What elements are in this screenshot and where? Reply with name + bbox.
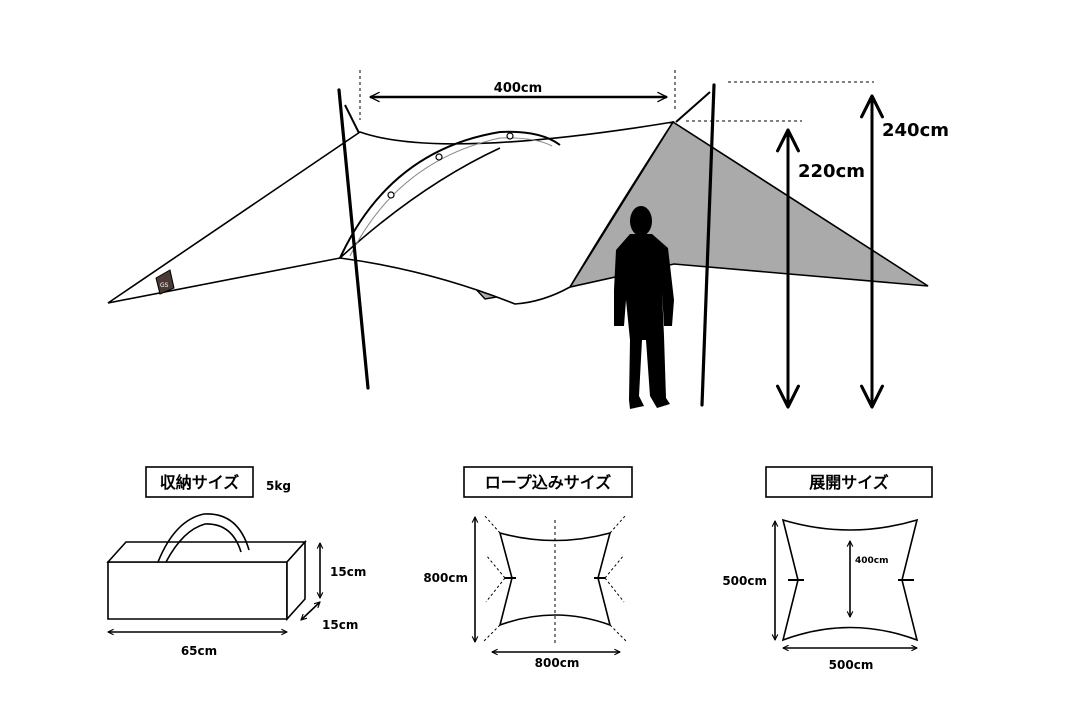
deployed-inner-label: 400cm [855, 556, 889, 566]
tarp-center-seam [339, 147, 501, 259]
packed-title-box [145, 466, 254, 498]
packed-title: 収納サイズ [160, 473, 240, 492]
deployed-height-label: 500cm [722, 574, 767, 588]
deployed-size-panel: 展開サイズ 400cm 500cm 500cm [722, 466, 933, 672]
tarp-arch-inner [349, 137, 553, 257]
arch-tab [506, 132, 514, 140]
bag-front [107, 561, 288, 620]
deployed-title-box [765, 466, 933, 498]
bag-top [106, 541, 307, 563]
bag-depth-arrow [301, 602, 320, 620]
short-pole-height-label: 220cm [798, 161, 865, 182]
bag-depth-label: 15cm [322, 618, 358, 632]
packed-size-panel: 収納サイズ 5kg 15cm 15cm 65cm [106, 466, 366, 658]
rope-width-label: 800cm [535, 656, 580, 670]
tarp-arch [339, 130, 561, 259]
left-pole-rope [344, 104, 360, 134]
person-silhouette-icon [614, 206, 674, 409]
arch-tab [435, 153, 443, 161]
main-tarp-diagram: GS 400cm 220cm 240cm [107, 70, 949, 409]
rope-size-panel: ロープ込みサイズ 800cm 800cm [423, 466, 633, 670]
right-pole-rope [675, 91, 711, 123]
bag-handle [157, 513, 250, 563]
bag-height-label: 15cm [330, 565, 366, 579]
left-pole [337, 88, 370, 390]
deployed-title: 展開サイズ [809, 473, 889, 492]
guy-ropes [483, 514, 627, 642]
tarp-front-panel [107, 120, 675, 305]
svg-text:GS: GS [160, 282, 169, 289]
brand-tag-icon: GS [155, 269, 175, 295]
arch-tab [387, 191, 395, 199]
right-pole [700, 83, 716, 407]
tall-pole-height-label: 240cm [882, 120, 949, 141]
rope-title: ロープ込みサイズ [485, 473, 612, 492]
rope-title-box [463, 466, 633, 498]
packed-weight: 5kg [266, 479, 291, 493]
width-dimension-label: 400cm [494, 81, 542, 96]
bag-length-label: 65cm [181, 644, 217, 658]
bag-side [286, 539, 306, 622]
bag-handle-inner [165, 523, 242, 563]
deployed-width-label: 500cm [829, 658, 874, 672]
rope-height-label: 800cm [423, 571, 468, 585]
